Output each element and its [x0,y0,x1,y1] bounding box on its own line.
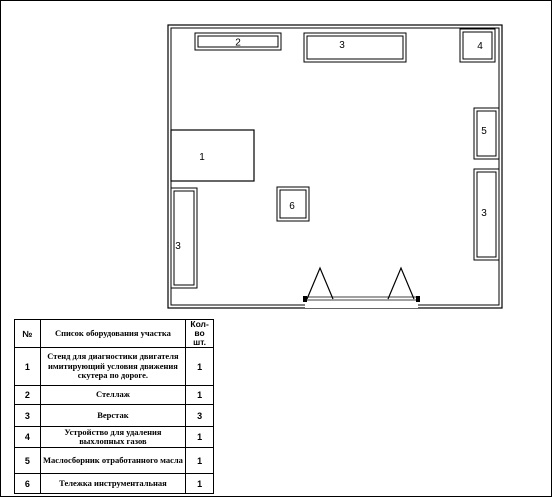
workbench-right: 3 [473,168,500,261]
header-name: Список оборудования участка [39,319,187,348]
row-name: Устройство для удаления выхлопных газов [39,426,187,448]
row-name: Стеллаж [39,385,187,405]
header-number: № [14,319,41,348]
row-qty: 1 [185,473,214,494]
table-header-row: № Список оборудования участка Кол-во шт. [14,319,214,348]
diagnostic-stand: 1 [170,129,255,182]
diagnostic-stand-number: 1 [199,152,205,163]
left-door-leaf [306,266,334,300]
row-name: Стенд для диагностики двигателя имитирую… [39,347,187,386]
workbench-top: 3 [303,32,407,63]
table-row: 1 Стенд для диагностики двигателя имитир… [14,347,214,386]
row-qty: 3 [185,404,214,427]
workbench-right-number: 3 [481,208,487,219]
tool-trolley: 6 [276,186,310,222]
table-row: 5 Маслосборник отработанного масла 1 [14,447,214,474]
table-row: 2 Стеллаж 1 [14,385,214,405]
exhaust-device-number: 4 [477,41,483,52]
table-row: 6 Тележка инструментальная 1 [14,473,214,494]
shelf-top: 2 [194,32,282,51]
tool-trolley-number: 6 [289,201,295,212]
row-number: 1 [14,347,41,386]
row-number: 5 [14,447,41,474]
sheet-border [0,0,552,497]
oil-collector: 5 [473,107,500,160]
header-qty: Кол-во шт. [185,319,214,348]
exhaust-device: 4 [459,28,496,63]
row-name: Маслосборник отработанного масла [39,447,187,474]
row-qty: 1 [185,447,214,474]
workbench-left-number: 3 [175,241,181,252]
row-qty: 1 [185,426,214,448]
table-row: 4 Устройство для удаления выхлопных газо… [14,426,214,448]
row-number: 2 [14,385,41,405]
row-number: 4 [14,426,41,448]
row-number: 3 [14,404,41,427]
row-name: Тележка инструментальная [39,473,187,494]
row-qty: 1 [185,385,214,405]
workbench-top-number: 3 [339,40,345,51]
doorway [303,266,420,308]
workbench-left: 3 [170,187,198,289]
equipment-table: № Список оборудования участка Кол-во шт.… [14,319,214,494]
oil-collector-number: 5 [481,126,487,137]
row-number: 6 [14,473,41,494]
row-name: Верстак [39,404,187,427]
table-row: 3 Верстак 3 [14,404,214,427]
shelf-top-number: 2 [235,38,241,49]
right-door-leaf [387,266,415,300]
row-qty: 1 [185,347,214,386]
